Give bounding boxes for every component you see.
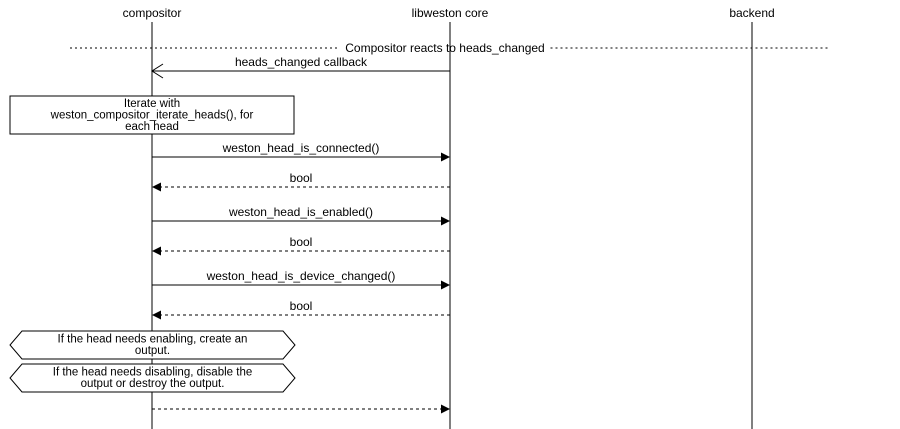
note-line-iterate-heads-note-1: weston_compositor_iterate_heads(), for xyxy=(50,109,254,121)
notes-layer: Iterate withweston_compositor_iterate_he… xyxy=(9,95,295,135)
arrowhead-final-return xyxy=(441,404,450,414)
arrowhead-bool-return-device-changed xyxy=(152,310,161,320)
divider-label: Compositor reacts to heads_changed xyxy=(345,41,544,55)
lifeline-label-backend: backend xyxy=(729,6,774,20)
lifelines-layer: compositor libweston core backend xyxy=(123,6,775,429)
message-bool-return-enabled: bool xyxy=(152,235,450,256)
message-weston-head-is-enabled: weston_head_is_enabled() xyxy=(152,205,450,226)
arrowhead-bool-return-connected xyxy=(152,182,161,192)
arrowhead-bool-return-enabled xyxy=(152,246,161,256)
fragment-line-disable-head-fragment-1: output or destroy the output. xyxy=(81,378,225,390)
divider-layer: Compositor reacts to heads_changed xyxy=(70,41,830,55)
lifeline-label-libweston-core: libweston core xyxy=(412,6,489,20)
note-box-iterate-heads-note xyxy=(9,95,295,135)
lifeline-label-compositor: compositor xyxy=(123,6,182,20)
note-line-iterate-heads-note-0: Iterate with xyxy=(124,98,180,110)
messages-layer: heads_changed callback weston_head_is_con… xyxy=(151,55,450,414)
message-weston-head-is-connected: weston_head_is_connected() xyxy=(152,141,450,162)
note-line-iterate-heads-note-2: each head xyxy=(125,121,179,133)
message-label-weston-head-is-device-changed: weston_head_is_device_changed() xyxy=(206,269,396,283)
arrowhead-heads-changed-callback xyxy=(151,63,164,79)
note-iterate-heads-note: Iterate withweston_compositor_iterate_he… xyxy=(9,95,295,135)
message-label-bool-return-enabled: bool xyxy=(290,235,313,249)
arrowhead-weston-head-is-device-changed xyxy=(441,280,450,290)
message-label-bool-return-connected: bool xyxy=(290,171,313,185)
message-bool-return-device-changed: bool xyxy=(152,299,450,320)
message-label-bool-return-device-changed: bool xyxy=(290,299,313,313)
message-label-heads-changed-callback: heads_changed callback xyxy=(235,55,368,69)
fragment-line-enable-head-fragment-0: If the head needs enabling, create an xyxy=(58,334,248,346)
fragment-disable-head-fragment: If the head needs disabling, disable the… xyxy=(9,363,296,393)
message-bool-return-connected: bool xyxy=(152,171,450,192)
fragment-shape-enable-head-fragment xyxy=(9,330,296,360)
arrowhead-weston-head-is-connected xyxy=(441,152,450,162)
message-label-weston-head-is-enabled: weston_head_is_enabled() xyxy=(228,205,373,219)
arrowhead-weston-head-is-enabled xyxy=(441,216,450,226)
message-final-return xyxy=(152,404,450,414)
message-weston-head-is-device-changed: weston_head_is_device_changed() xyxy=(152,269,450,290)
message-label-weston-head-is-connected: weston_head_is_connected() xyxy=(222,141,380,155)
fragment-line-disable-head-fragment-0: If the head needs disabling, disable the xyxy=(53,367,252,379)
fragment-enable-head-fragment: If the head needs enabling, create anout… xyxy=(9,330,296,360)
fragment-line-enable-head-fragment-1: output. xyxy=(135,345,170,357)
message-heads-changed-callback: heads_changed callback xyxy=(151,55,450,79)
fragment-shape-disable-head-fragment xyxy=(9,363,296,393)
fragments-layer: If the head needs enabling, create anout… xyxy=(9,330,296,393)
